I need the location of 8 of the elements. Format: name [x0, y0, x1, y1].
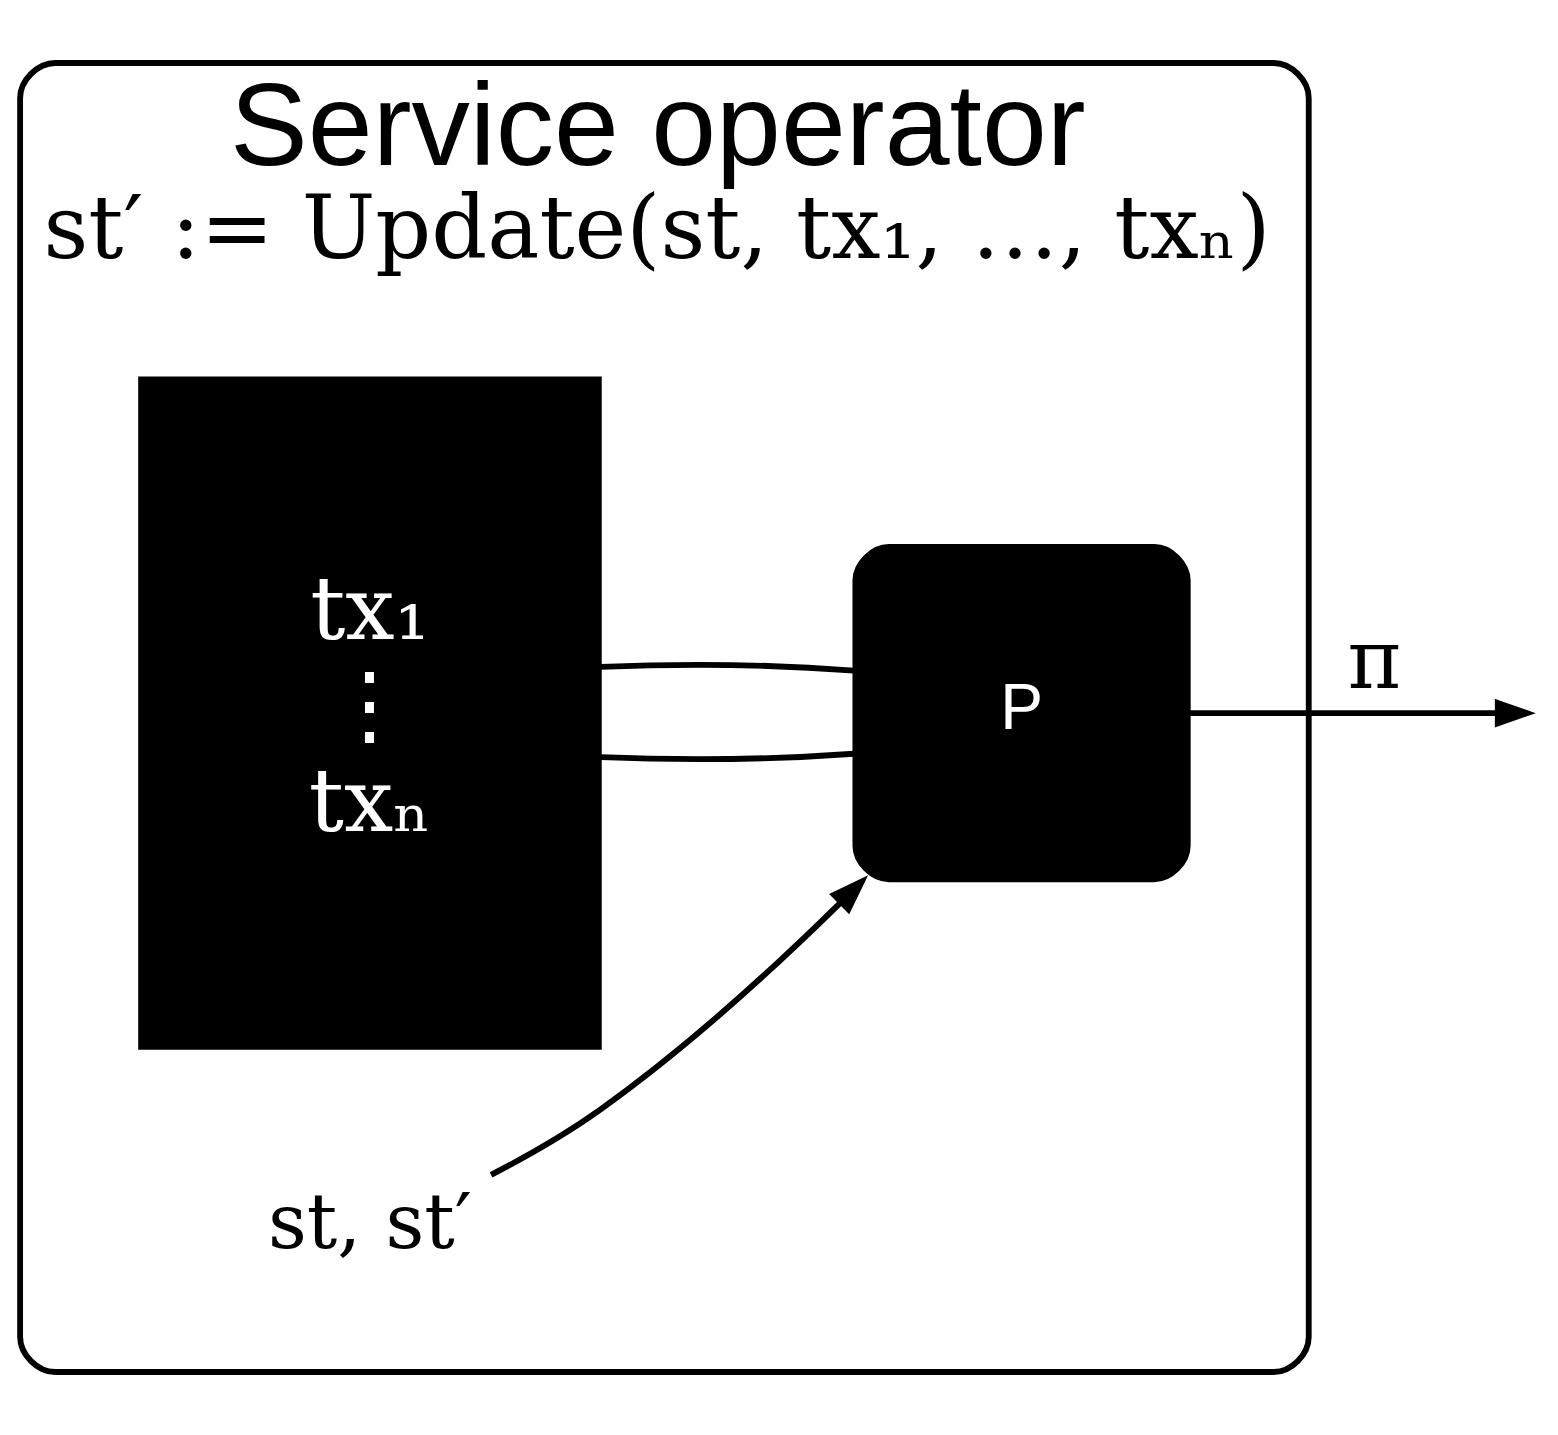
node-box: P [852, 544, 1191, 883]
connector [600, 750, 855, 762]
arrow [489, 875, 869, 1178]
arrow [1189, 698, 1536, 728]
node-text: st, st′ [267, 1177, 473, 1266]
node-box: tx₁ ⋮ txₙ [138, 376, 602, 1050]
edge-label: π [1347, 612, 1402, 708]
connector [600, 662, 855, 674]
